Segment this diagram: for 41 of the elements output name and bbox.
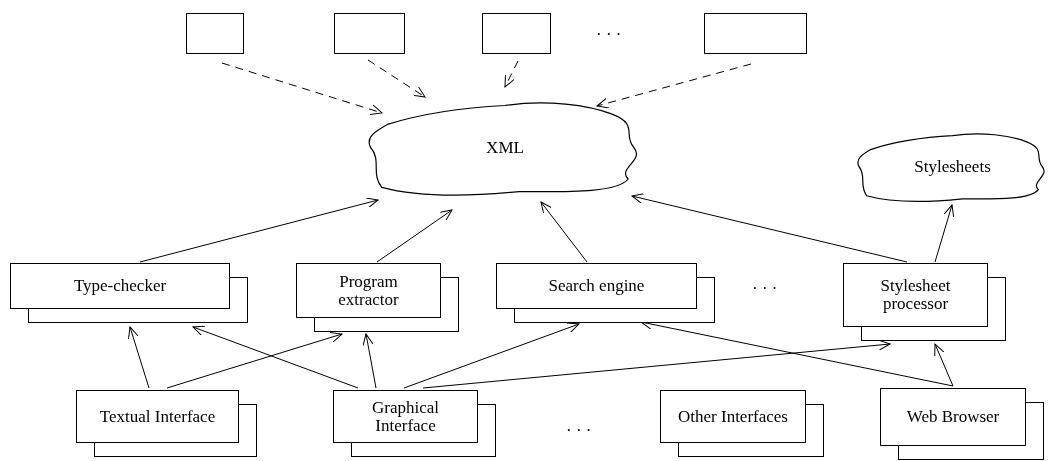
node-label: Other Interfaces — [678, 407, 788, 426]
arrow — [221, 62, 383, 115]
arrow — [934, 343, 954, 387]
node-label: Stylesheet processor — [879, 277, 952, 313]
ellipsis-label: · · · — [752, 278, 778, 300]
node-label: Web Browser — [906, 408, 1000, 426]
arrow — [504, 60, 519, 88]
arrow — [403, 322, 580, 389]
arrow — [362, 333, 377, 389]
empty-box — [334, 13, 405, 54]
process-box — [333, 390, 478, 443]
arrow — [139, 197, 379, 263]
arrow — [631, 193, 908, 263]
node-label: Search engine — [548, 277, 645, 295]
process-box — [880, 388, 1026, 446]
node-label: XML — [486, 138, 524, 157]
arrow — [166, 331, 343, 389]
empty-box — [482, 13, 551, 54]
node-label: Textual Interface — [99, 407, 216, 426]
arrow — [422, 339, 891, 389]
ellipsis-label: · · · — [596, 24, 622, 46]
arrow — [540, 201, 588, 263]
node-label: Stylesheets — [914, 157, 991, 176]
node-label: Graphical Interface — [371, 398, 440, 435]
arrow — [376, 209, 453, 263]
arrow — [192, 325, 359, 389]
arrow — [367, 59, 426, 98]
process-box — [10, 263, 230, 309]
ellipsis-label: · · · — [566, 420, 592, 442]
arrow — [934, 204, 955, 263]
empty-box — [186, 13, 244, 54]
process-box — [296, 263, 441, 318]
process-box — [660, 390, 806, 443]
node-label: Type-checker — [73, 277, 167, 295]
arrow — [596, 63, 752, 109]
process-box — [496, 263, 697, 309]
process-box — [843, 263, 988, 327]
arrow — [128, 326, 150, 389]
process-box — [76, 390, 239, 443]
node-label: Program extractor — [337, 272, 400, 309]
empty-box — [704, 13, 807, 54]
